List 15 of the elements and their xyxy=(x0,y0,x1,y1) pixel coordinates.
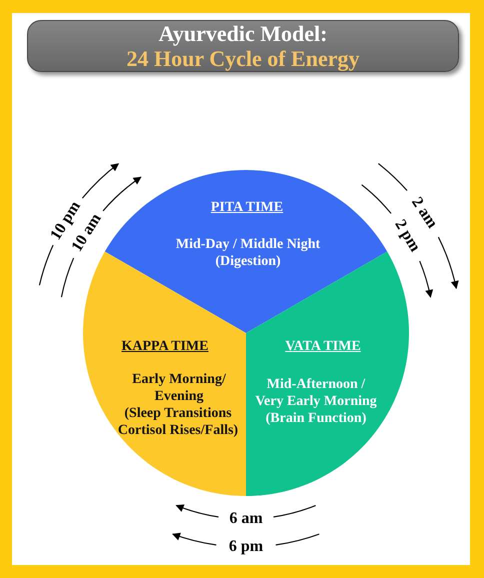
sector-heading: VATA TIME xyxy=(284,338,362,355)
sector-description: (Digestion) xyxy=(214,253,282,270)
time-label: 6 am xyxy=(229,510,263,528)
sector-description: (Brain Function) xyxy=(264,410,368,427)
sector-description: (Sleep Transitions Cortisol Rises/Falls) xyxy=(116,405,240,439)
sector-heading: KAPPA TIME xyxy=(120,338,210,355)
sector-heading: PITA TIME xyxy=(210,199,284,216)
sector-description: Mid-Afternoon / Very Early Morning xyxy=(254,376,378,410)
sector-description: Early Morning/ Evening xyxy=(131,371,227,405)
sector-description: Mid-Day / Middle Night xyxy=(174,236,322,253)
time-label: 6 pm xyxy=(228,538,264,556)
title-banner xyxy=(27,20,459,72)
pie-sector xyxy=(104,170,388,333)
banner-subtitle: 24 Hour Cycle of Energy xyxy=(126,46,360,71)
banner-title: Ayurvedic Model: xyxy=(158,21,328,46)
